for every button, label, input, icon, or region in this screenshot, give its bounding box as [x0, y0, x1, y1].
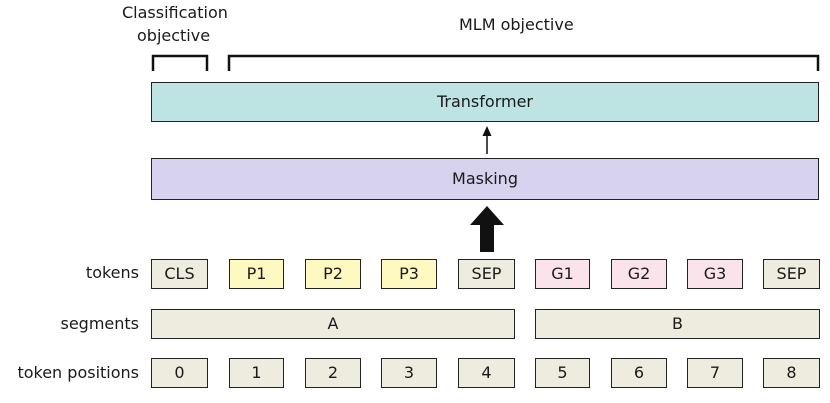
classification-bracket	[151, 54, 209, 71]
segment-b-box: B	[535, 309, 820, 339]
masking-block: Masking	[151, 158, 819, 200]
token-box: P1	[229, 259, 284, 289]
token-box: G1	[535, 259, 590, 289]
token-label: SEP	[471, 264, 502, 283]
classification-objective-label-line2: objective	[137, 26, 211, 45]
position-box: 1	[229, 358, 284, 388]
token-label: G1	[551, 264, 574, 283]
mlm-objective-label: MLM objective	[459, 15, 574, 34]
position-box: 0	[151, 358, 208, 388]
input-to-masking-arrow-shaft	[480, 224, 494, 252]
token-box: P3	[381, 259, 437, 289]
segments-row-label: segments	[60, 314, 139, 333]
token-box: G2	[611, 259, 667, 289]
position-box: 4	[458, 358, 515, 388]
position-label: 3	[403, 363, 415, 382]
masking-label: Masking	[452, 169, 518, 188]
token-label: P1	[246, 264, 267, 283]
position-box: 3	[381, 358, 437, 388]
transformer-block: Transformer	[151, 82, 819, 122]
input-to-masking-arrow-head	[470, 206, 504, 225]
position-box: 5	[535, 358, 590, 388]
token-label: P3	[399, 264, 419, 283]
position-label: 1	[251, 363, 262, 382]
token-label: G3	[703, 264, 727, 283]
token-box: P2	[305, 259, 361, 289]
transformer-label: Transformer	[436, 92, 533, 111]
position-box: 7	[687, 358, 743, 388]
position-label: 2	[327, 363, 339, 382]
position-box: 8	[763, 358, 820, 388]
token-box: G3	[687, 259, 743, 289]
position-label: 5	[557, 363, 568, 382]
position-label: 0	[174, 363, 185, 382]
token-box: SEP	[763, 259, 820, 289]
mlm-bracket	[227, 54, 820, 71]
position-label: 8	[786, 363, 797, 382]
masking-to-transformer-arrow-head	[482, 126, 492, 136]
token-label: P2	[323, 264, 343, 283]
position-label: 4	[481, 363, 492, 382]
segment-label: A	[327, 314, 339, 333]
token-label: SEP	[776, 264, 807, 283]
positions-row-label: token positions	[17, 363, 139, 382]
token-box: SEP	[458, 259, 515, 289]
segment-label: B	[672, 314, 683, 333]
position-box: 2	[305, 358, 361, 388]
classification-objective-label-line1: Classification	[122, 3, 228, 22]
token-label: G2	[627, 264, 651, 283]
segment-a-box: A	[151, 309, 515, 339]
tokens-row-label: tokens	[85, 263, 139, 282]
position-label: 7	[709, 363, 721, 382]
token-label: CLS	[164, 264, 195, 283]
position-box: 6	[611, 358, 667, 388]
token-box: CLS	[151, 259, 208, 289]
position-label: 6	[633, 363, 645, 382]
